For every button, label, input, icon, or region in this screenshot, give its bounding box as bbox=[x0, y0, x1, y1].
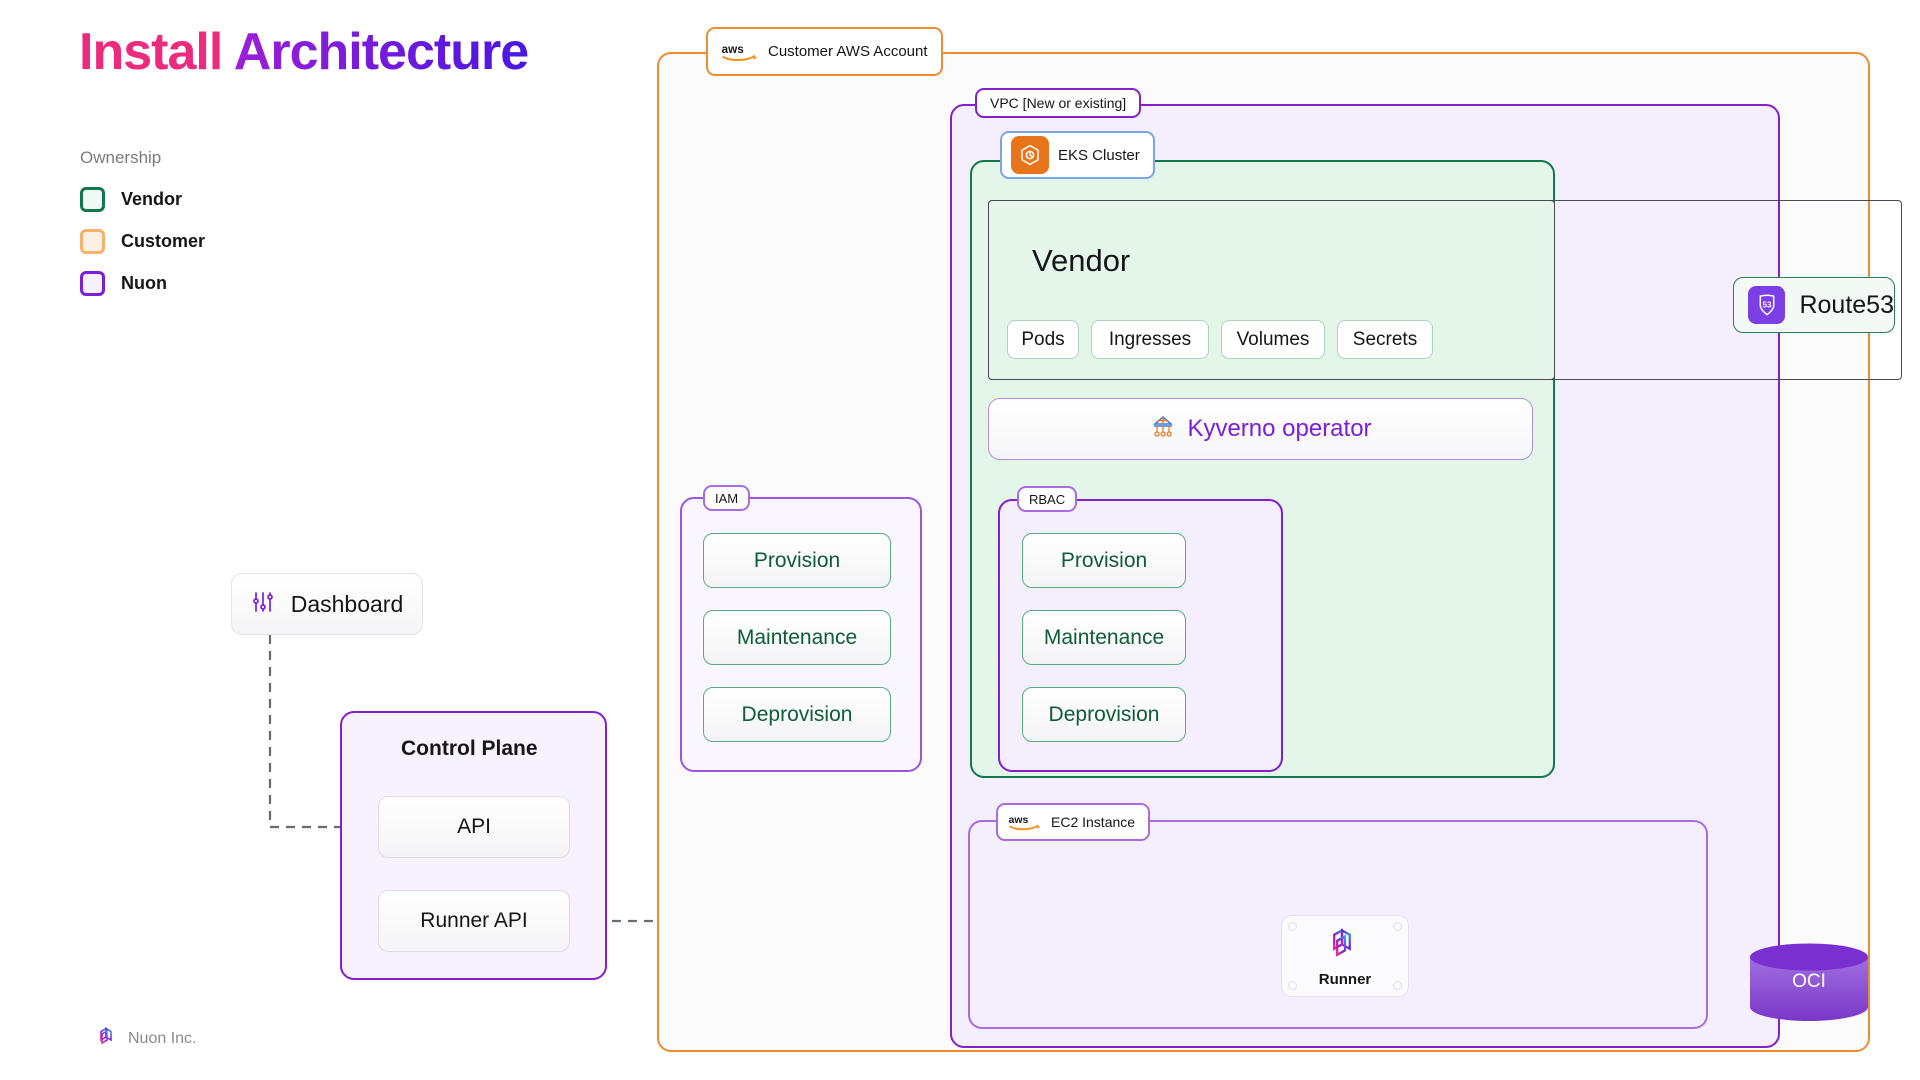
screw-icon bbox=[1393, 922, 1402, 931]
label-vpc: VPC [New or existing] bbox=[975, 88, 1142, 118]
runner-label: Runner bbox=[1318, 971, 1372, 988]
legend-label-vendor: Vendor bbox=[121, 188, 183, 209]
label-ec2-instance: aws EC2 Instance bbox=[996, 803, 1151, 841]
label-rbac-text: RBAC bbox=[1029, 491, 1066, 507]
route53-badge-text: 53 bbox=[1762, 301, 1771, 310]
rbac-role-provision[interactable]: Provision bbox=[1022, 533, 1186, 588]
nuon-logo-icon bbox=[1327, 924, 1363, 965]
dashboard-node[interactable]: Dashboard bbox=[231, 573, 423, 635]
control-plane-item-api[interactable]: API bbox=[378, 796, 570, 858]
route53-label: Route53 bbox=[1799, 290, 1894, 319]
legend: Ownership Vendor Customer Nuon bbox=[80, 148, 205, 308]
label-vpc-text: VPC [New or existing] bbox=[990, 95, 1127, 111]
sliders-icon bbox=[251, 590, 275, 619]
control-plane-title: Control Plane bbox=[401, 737, 538, 760]
iam-role-provision[interactable]: Provision bbox=[703, 533, 891, 588]
oci-label: OCI bbox=[1792, 971, 1826, 992]
label-customer-aws-account: aws Customer AWS Account bbox=[706, 27, 943, 76]
svg-text:aws: aws bbox=[722, 42, 744, 55]
label-eks-cluster-text: EKS Cluster bbox=[1058, 146, 1140, 164]
legend-label-nuon: Nuon bbox=[121, 272, 167, 293]
label-ec2-instance-text: EC2 Instance bbox=[1051, 814, 1136, 830]
vendor-resource-volumes[interactable]: Volumes bbox=[1221, 320, 1325, 359]
label-eks-cluster: EKS Cluster bbox=[1000, 131, 1155, 179]
eks-icon bbox=[1011, 136, 1049, 174]
screw-icon bbox=[1288, 981, 1297, 990]
label-iam: IAM bbox=[703, 485, 751, 511]
legend-item-nuon: Nuon bbox=[80, 266, 205, 300]
screw-icon bbox=[1393, 981, 1402, 990]
vendor-resource-secrets[interactable]: Secrets bbox=[1337, 320, 1433, 359]
footer: Nuon Inc. bbox=[98, 1025, 196, 1052]
kyverno-icon bbox=[1149, 414, 1177, 445]
vendor-resource-ingresses[interactable]: Ingresses bbox=[1091, 320, 1209, 359]
legend-label-customer: Customer bbox=[121, 230, 206, 251]
kyverno-operator-node[interactable]: Kyverno operator bbox=[988, 398, 1533, 460]
label-customer-aws-account-text: Customer AWS Account bbox=[768, 43, 928, 60]
rbac-role-maintenance[interactable]: Maintenance bbox=[1022, 610, 1186, 665]
page-title: Install Architecture bbox=[79, 22, 529, 82]
route53-icon: 53 bbox=[1748, 286, 1786, 324]
vendor-title: Vendor bbox=[1032, 243, 1131, 278]
legend-swatch-vendor bbox=[80, 186, 105, 212]
iam-role-maintenance[interactable]: Maintenance bbox=[703, 610, 891, 665]
rbac-role-deprovision[interactable]: Deprovision bbox=[1022, 687, 1186, 742]
footer-label: Nuon Inc. bbox=[128, 1029, 197, 1047]
screw-icon bbox=[1288, 922, 1297, 931]
dashboard-label: Dashboard bbox=[290, 590, 404, 617]
control-plane-item-runner-api[interactable]: Runner API bbox=[378, 890, 570, 952]
page-title-word-1: Install bbox=[79, 23, 223, 81]
vendor-resource-pods[interactable]: Pods bbox=[1007, 320, 1079, 359]
iam-role-deprovision[interactable]: Deprovision bbox=[703, 687, 891, 742]
container-ec2-instance bbox=[968, 820, 1708, 1029]
label-rbac: RBAC bbox=[1017, 486, 1078, 512]
aws-logo-icon: aws bbox=[721, 42, 759, 62]
legend-heading: Ownership bbox=[80, 148, 162, 167]
label-iam-text: IAM bbox=[715, 490, 739, 506]
legend-item-vendor: Vendor bbox=[80, 182, 205, 216]
page-title-word-2: Architecture bbox=[233, 23, 529, 81]
kyverno-operator-label: Kyverno operator bbox=[1187, 415, 1372, 442]
oci-registry-node[interactable]: OCI bbox=[1748, 943, 1870, 1021]
nuon-logo-icon bbox=[98, 1025, 118, 1052]
route53-node[interactable]: 53 Route53 bbox=[1733, 277, 1895, 333]
legend-swatch-customer bbox=[80, 228, 105, 254]
svg-text:aws: aws bbox=[1009, 814, 1029, 826]
legend-item-customer: Customer bbox=[80, 224, 205, 258]
aws-logo-icon: aws bbox=[1008, 813, 1042, 831]
runner-node[interactable]: Runner bbox=[1281, 915, 1409, 997]
legend-swatch-nuon bbox=[80, 270, 105, 296]
